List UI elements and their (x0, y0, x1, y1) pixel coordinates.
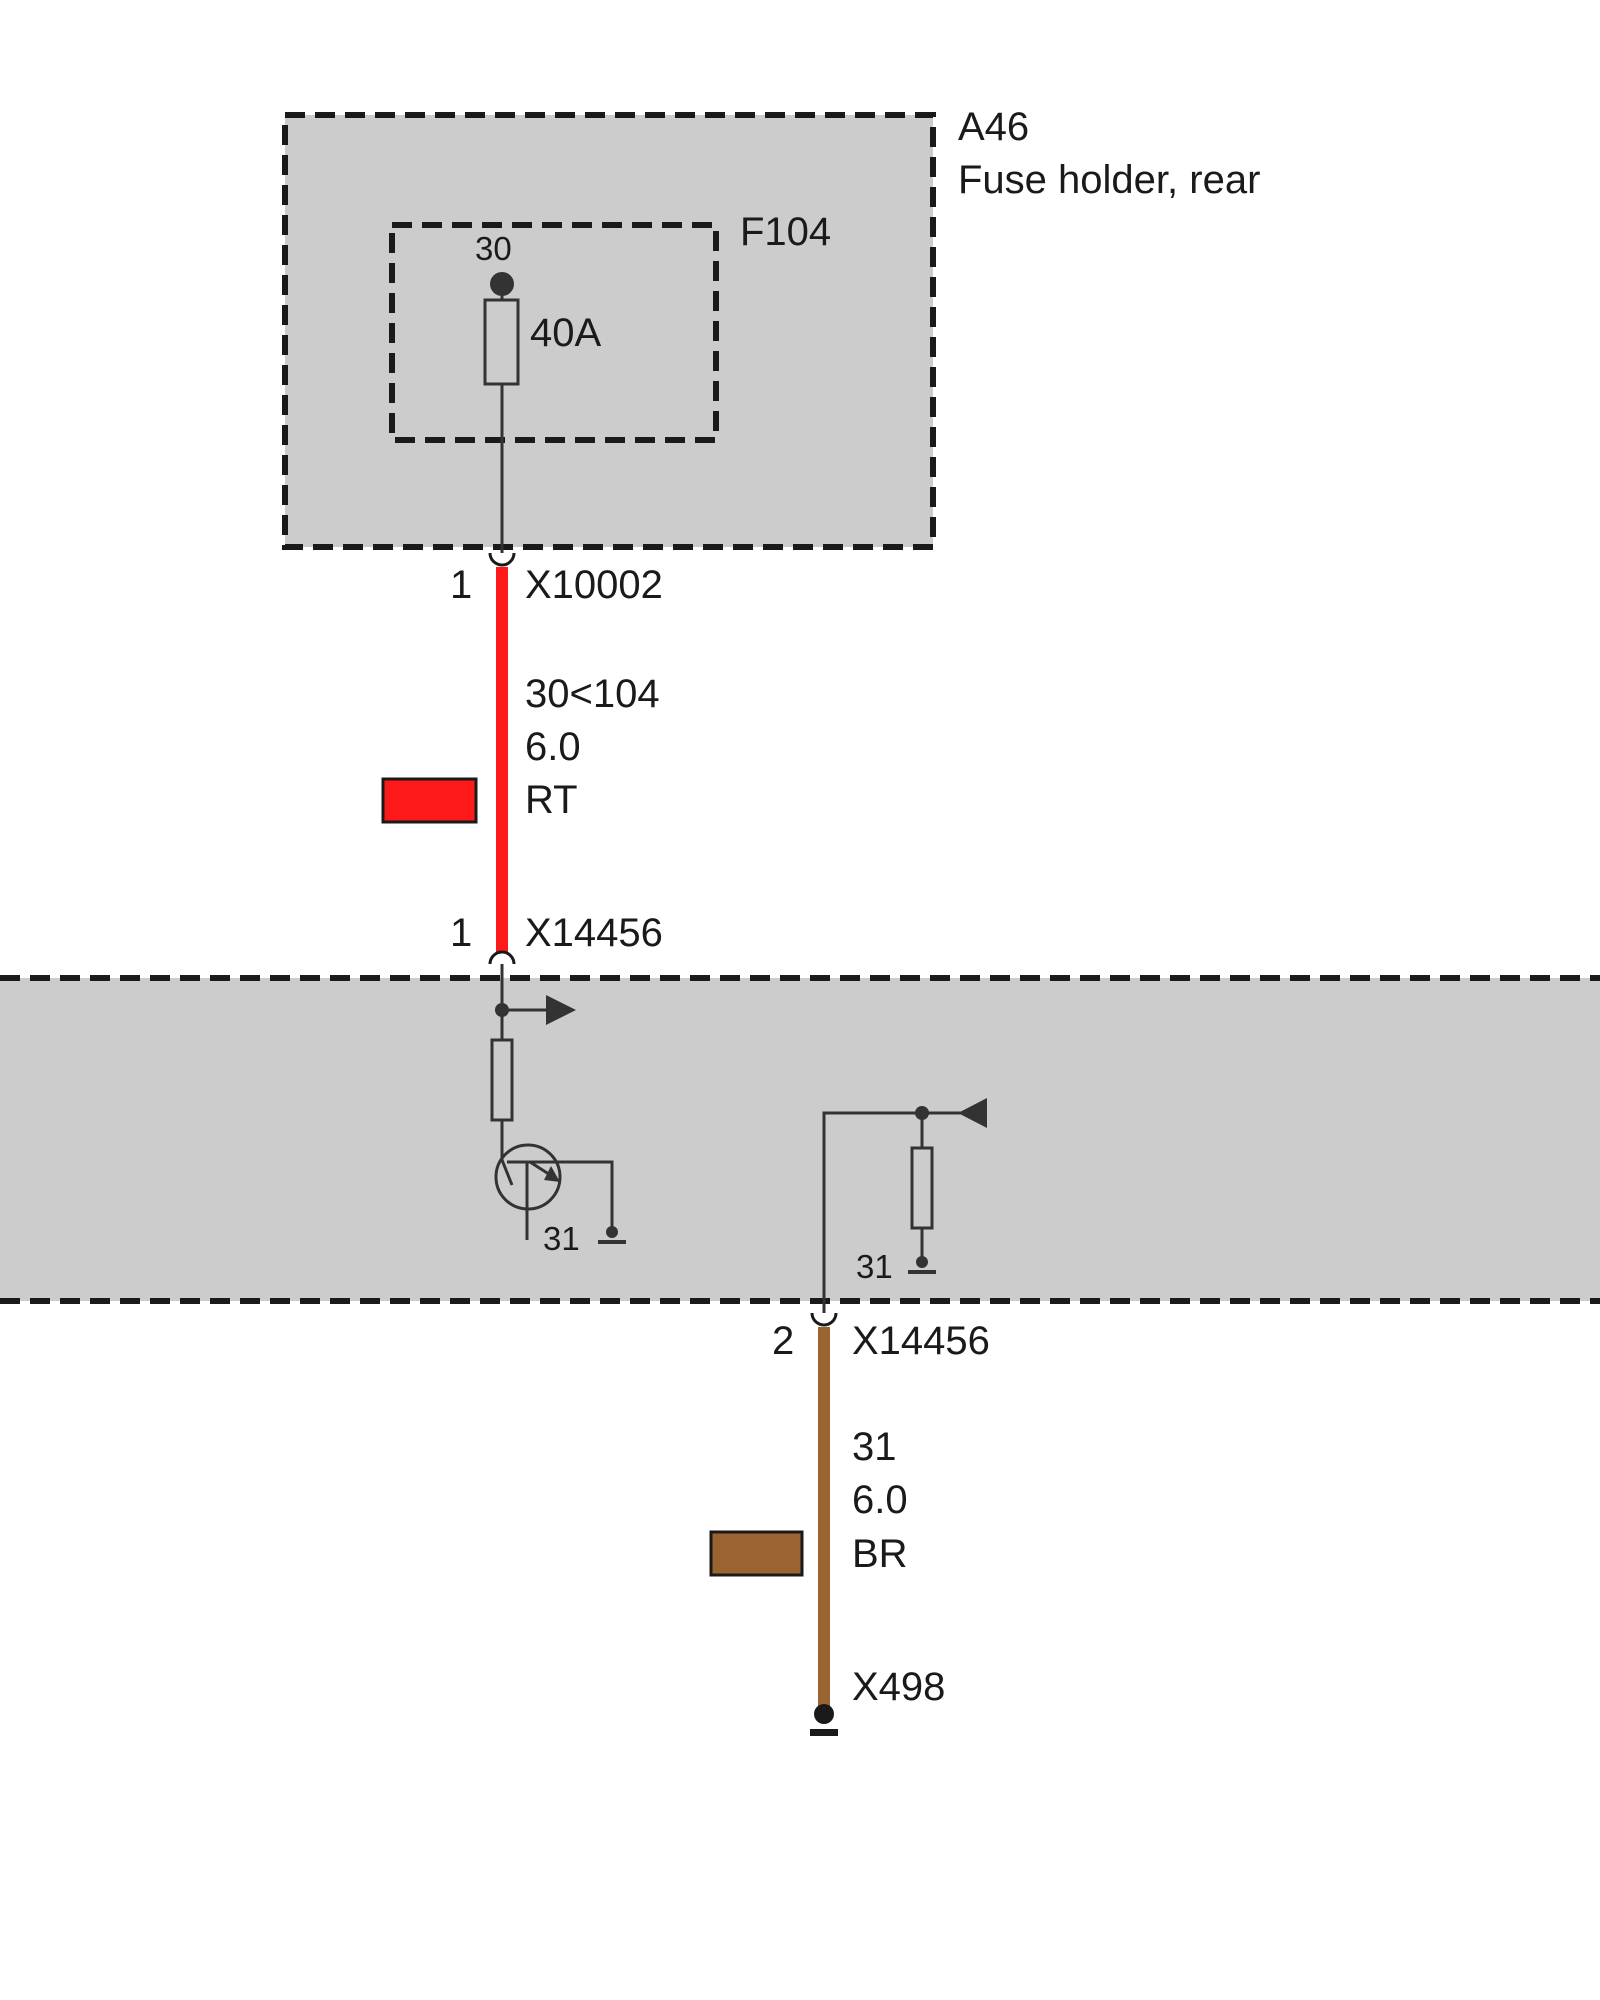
wire-red-color-code: RT (525, 778, 578, 822)
transistor-ground-lead (547, 1160, 614, 1232)
connector-x14456-icon-1 (488, 950, 516, 965)
control-unit[interactable]: 31 31 (0, 964, 1600, 1313)
wire-red-signal: 30<104 (525, 672, 660, 716)
connector-x10002-id: X10002 (525, 563, 663, 607)
connector-x14456-pin-2: 2 (772, 1319, 794, 1363)
wire-brown-color-code: BR (852, 1532, 908, 1576)
fuse-terminal-label: 30 (475, 230, 512, 267)
fuse-icon (483, 298, 520, 386)
wire-red-line (496, 567, 508, 952)
wire-red[interactable]: 1 X10002 30<104 6.0 RT 1 X14456 (381, 552, 663, 965)
connector-x10002-icon (488, 552, 516, 567)
ground-left-dot (606, 1226, 618, 1238)
ground-right-dot (916, 1256, 928, 1268)
fuse-f104-box (389, 222, 719, 443)
ground-point-dot (814, 1704, 834, 1724)
wire-red-color-swatch (381, 777, 478, 824)
connector-x14456-id-1: X14456 (525, 911, 663, 955)
wire-brown[interactable]: 2 X14456 31 6.0 BR X498 (709, 1312, 990, 1736)
transistor-base (500, 1159, 514, 1186)
connector-x14456-id-2: X14456 (852, 1319, 990, 1363)
connector-x14456-pin-1: 1 (450, 911, 472, 955)
fuse-f104[interactable]: F104 30 40A (389, 210, 831, 553)
wire-brown-line (818, 1327, 830, 1707)
ground-point-icon (810, 1729, 838, 1736)
wire-brown-cross-section: 6.0 (852, 1478, 908, 1522)
fuse-holder-id: A46 (958, 105, 1029, 149)
fuse-id-label: F104 (740, 210, 831, 254)
input-arrow-icon (546, 995, 576, 1025)
ground-right-label: 31 (856, 1248, 893, 1285)
control-unit-panel (0, 978, 1600, 1301)
connector-x14456-icon-2 (810, 1312, 838, 1327)
ground-point-label: X498 (852, 1665, 945, 1709)
fuse-rating-label: 40A (530, 311, 601, 355)
wire-red-cross-section: 6.0 (525, 725, 581, 769)
wire-brown-color-swatch (709, 1530, 804, 1577)
ground-left-label: 31 (543, 1220, 580, 1257)
fuse-holder-name: Fuse holder, rear (958, 158, 1260, 202)
wire-brown-signal: 31 (852, 1425, 897, 1469)
output-arrow-icon (958, 1098, 987, 1128)
transistor-emitter-arrow-icon (544, 1166, 560, 1182)
connector-x10002-pin: 1 (450, 563, 472, 607)
resistor-right-icon (910, 1146, 934, 1230)
output-lead (822, 1111, 922, 1313)
resistor-left-icon (490, 1038, 514, 1122)
